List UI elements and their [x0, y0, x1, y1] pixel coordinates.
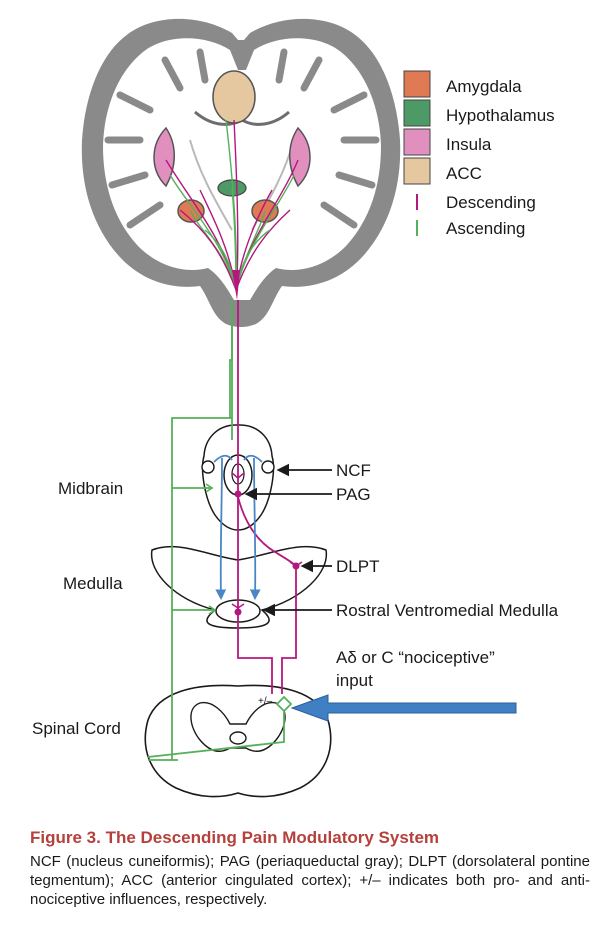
spinal-gray-matter — [190, 701, 286, 752]
legend-label-amygdala: Amygdala — [446, 77, 522, 96]
descending-terminals — [231, 472, 303, 609]
input-label-line2: input — [336, 671, 373, 690]
legend-swatch-acc — [403, 157, 431, 185]
rvm-node — [234, 608, 242, 616]
pointer-label-dlpt: DLPT — [336, 557, 379, 576]
brain-section — [81, 18, 401, 328]
legend-label-ascending: Ascending — [446, 219, 525, 238]
pain-modulation-diagram: Amygdala Hypothalamus Insula ACC Descend… — [32, 18, 559, 798]
pointer-arrows — [244, 463, 332, 617]
insula-right — [289, 126, 311, 188]
legend-label-insula: Insula — [446, 135, 492, 154]
modulation-sign: +/– — [258, 696, 273, 707]
nociceptive-input-arrow — [290, 694, 517, 722]
ncf-right — [261, 460, 275, 474]
legend-swatch-insula — [403, 128, 431, 156]
acc-region — [212, 70, 256, 124]
brainstem-fiber-stem — [232, 270, 240, 300]
legend-swatch-hypothalamus — [403, 99, 431, 127]
insula-left — [153, 126, 175, 188]
ascending-arrowheads — [205, 483, 217, 615]
legend: Amygdala Hypothalamus Insula ACC Descend… — [403, 70, 555, 238]
legend-swatch-amygdala — [403, 70, 431, 98]
legend-label-hypothalamus: Hypothalamus — [446, 106, 555, 125]
brain-sulci — [104, 48, 380, 229]
pointer-label-pag: PAG — [336, 485, 371, 504]
central-canal — [229, 731, 247, 745]
pag-node — [234, 490, 242, 498]
ncf-pathways — [213, 454, 263, 601]
legend-label-acc: ACC — [446, 164, 482, 183]
ncf-left — [201, 460, 215, 474]
region-label-spinal-cord: Spinal Cord — [32, 719, 121, 738]
region-label-midbrain: Midbrain — [58, 479, 123, 498]
dorsal-horn-synapse — [275, 695, 293, 713]
pointer-label-ncf: NCF — [336, 461, 371, 480]
input-label-line1: Aδ or C “nociceptive” — [336, 648, 495, 667]
brain-white-matter — [103, 38, 381, 301]
legend-label-descending: Descending — [446, 193, 536, 212]
figure-caption: Figure 3. The Descending Pain Modulatory… — [30, 828, 590, 909]
pointer-label-rvm: Rostral Ventromedial Medulla — [336, 601, 559, 620]
ascending-pathways — [147, 300, 285, 761]
region-label-medulla: Medulla — [63, 574, 123, 593]
caption-title: Figure 3. The Descending Pain Modulatory… — [30, 828, 440, 847]
caption-body: NCF (nucleus cuneiformis); PAG (periaque… — [30, 853, 590, 908]
